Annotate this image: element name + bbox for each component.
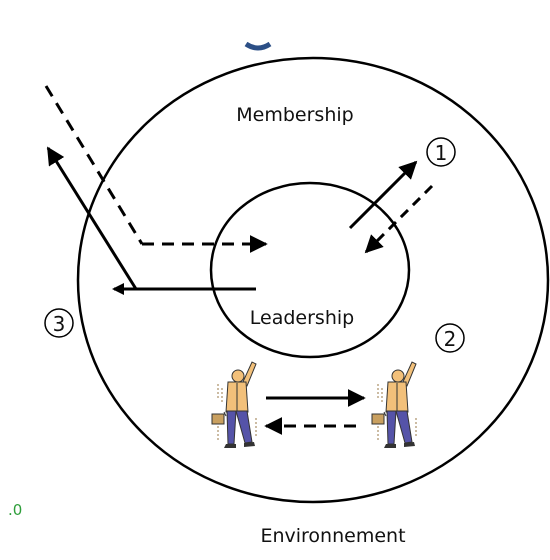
top-blob-shape (244, 41, 272, 51)
marker-1: 1 (426, 137, 456, 167)
membership-label: Membership (236, 104, 353, 126)
marker-3: 3 (44, 308, 74, 338)
marker-2-text: 2 (444, 327, 457, 351)
marker-2: 2 (435, 323, 465, 353)
arrow-3-left-head (112, 283, 124, 295)
environment-label: Environnement (260, 525, 405, 547)
arrow-1-incoming-dashed (364, 184, 434, 254)
marker-3-text: 3 (53, 312, 66, 336)
walking-person-icon (211, 361, 257, 449)
outer-circle (76, 56, 550, 504)
walking-person-icon (371, 361, 417, 449)
arrow-1-outgoing (348, 160, 418, 230)
marker-1-text: 1 (435, 141, 448, 165)
leadership-label: Leadership (250, 307, 354, 329)
arrow-3-outgoing-diagonal (46, 146, 138, 290)
left-edge-fragment-text: .0 (8, 501, 22, 519)
arrow-3-incoming-dashed-diagonal (44, 85, 144, 245)
inner-circle (209, 181, 411, 359)
